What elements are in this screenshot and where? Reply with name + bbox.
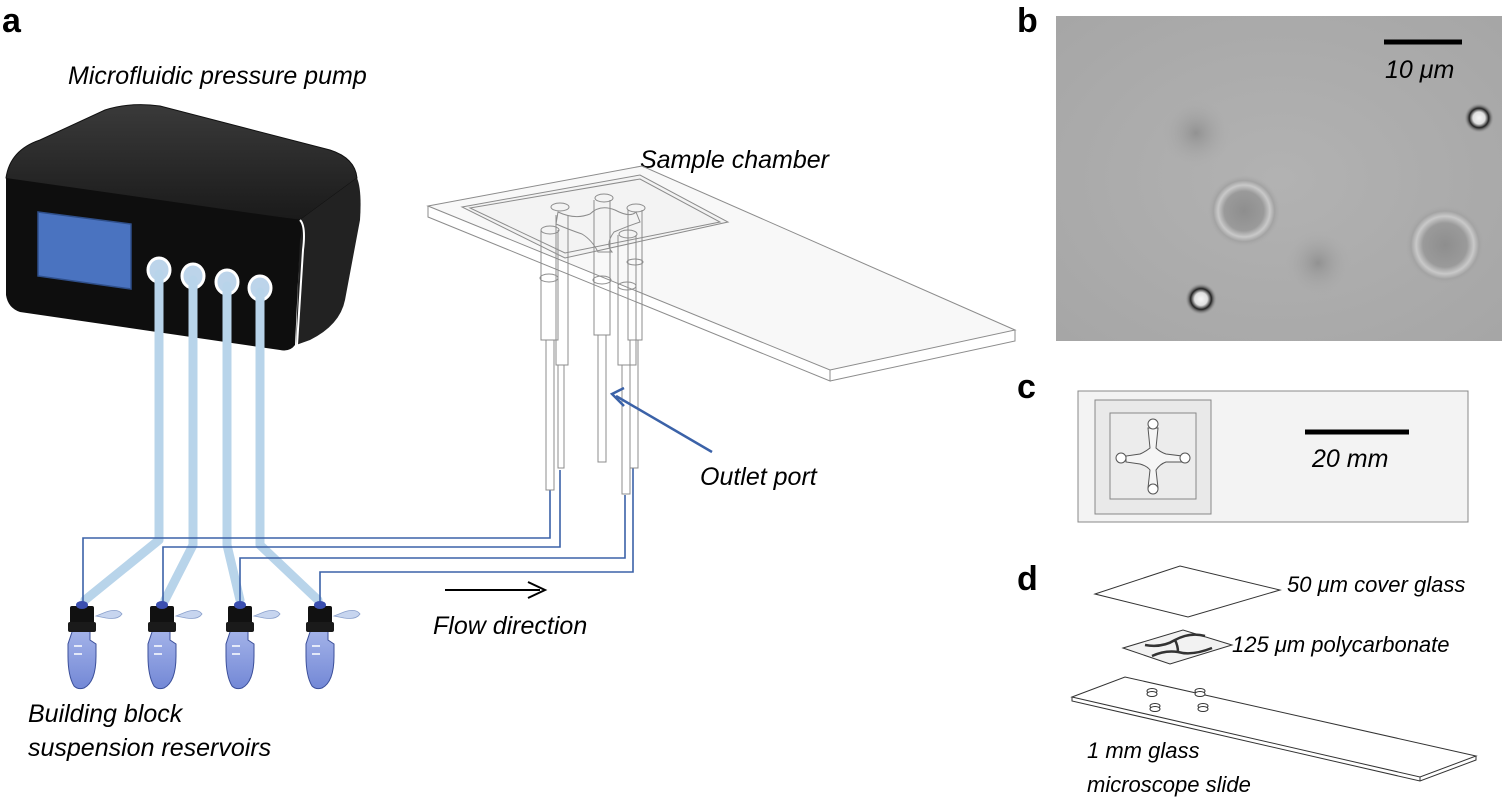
- slide-label-line2: microscope slide: [1087, 772, 1251, 797]
- panel-a: Microfluidic pressure pump: [5, 62, 1017, 762]
- sample-chamber: Sample chamber: [426, 146, 1017, 495]
- panel-letter-a: a: [2, 2, 22, 40]
- slide-label-line1: 1 mm glass: [1087, 738, 1199, 763]
- sample-chamber-label: Sample chamber: [640, 146, 831, 174]
- reservoir-1: [67, 601, 123, 690]
- pump-label: Microfluidic pressure pump: [68, 62, 367, 90]
- panel-letter-d: d: [1017, 560, 1038, 598]
- polycarbonate-label: 125 μm polycarbonate: [1232, 632, 1450, 657]
- flow-direction-label: Flow direction: [433, 612, 587, 640]
- reservoir-label-line2: suspension reservoirs: [28, 734, 271, 762]
- panel-d: 50 μm cover glass 125 μm polycarbonate 1…: [1070, 565, 1478, 797]
- panel-b: 10 μm: [1056, 16, 1502, 341]
- reservoir-4: [305, 601, 361, 690]
- pressure-tubes: [80, 269, 323, 605]
- panel-letter-c: c: [1017, 368, 1036, 406]
- reservoir-3: [225, 601, 281, 690]
- pressure-pump: [5, 104, 361, 351]
- reservoir-label-line1: Building block: [28, 700, 184, 728]
- panel-letter-b: b: [1017, 2, 1038, 40]
- flow-arrow: [445, 581, 548, 599]
- cover-glass: [1093, 565, 1282, 618]
- scale-label-c: 20 mm: [1311, 445, 1388, 473]
- sample-tubes: [82, 468, 634, 603]
- micrograph: [1056, 16, 1502, 341]
- scale-label-b: 10 μm: [1385, 56, 1454, 84]
- outlet-port-label: Outlet port: [700, 463, 818, 491]
- panel-c: 20 mm: [1077, 390, 1469, 523]
- reservoir-2: [147, 601, 203, 690]
- cover-glass-label: 50 μm cover glass: [1287, 572, 1465, 597]
- reservoirs: [67, 601, 361, 690]
- pump-screen: [37, 211, 132, 290]
- outlet-arrow: [609, 386, 713, 454]
